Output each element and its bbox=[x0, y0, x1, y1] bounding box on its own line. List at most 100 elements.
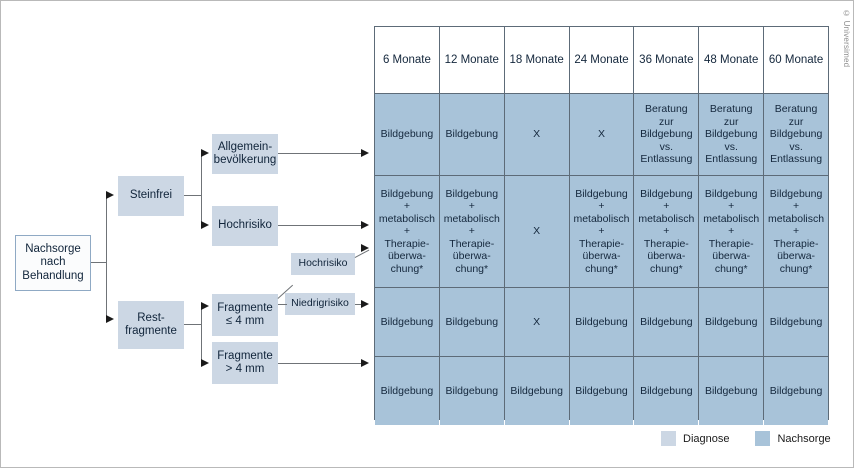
connector-sub-niedrigrisiko-to-table bbox=[355, 304, 363, 306]
cell-line: Therapie- bbox=[579, 237, 624, 250]
cell-line: überwa- bbox=[647, 250, 686, 263]
cell-line: Bildgebung bbox=[380, 384, 434, 397]
cell-line: + bbox=[792, 225, 800, 238]
legend-label-diagnose: Diagnose bbox=[683, 432, 730, 445]
cell-line: X bbox=[533, 128, 541, 141]
node-hochrisiko[interactable]: Hochrisiko bbox=[212, 206, 278, 246]
cell-line: Therapie- bbox=[773, 237, 819, 250]
cell-text: Bildgebung+metabolisch+Therapie-überwa-c… bbox=[703, 188, 759, 276]
cell-line: Bildgebung bbox=[445, 187, 499, 200]
arrowhead-table-row2a bbox=[361, 221, 369, 229]
arrowhead-table-row1 bbox=[361, 149, 369, 157]
legend-label-nachsorge: Nachsorge bbox=[777, 432, 831, 445]
cell-text: Bildgebung bbox=[381, 316, 434, 329]
cell-line: Therapie- bbox=[643, 237, 689, 250]
node-allgemeinbevoelkerung[interactable]: Allgemein- bevölkerung bbox=[212, 134, 278, 174]
connector-start-out bbox=[91, 262, 107, 264]
row-fragmente-gross-cell: Bildgebung bbox=[634, 357, 699, 425]
node-steinfrei[interactable]: Steinfrei bbox=[118, 176, 184, 216]
node-sub-hochrisiko[interactable]: Hochrisiko bbox=[291, 253, 355, 275]
cell-text: Bildgebung bbox=[640, 316, 693, 329]
legend-swatch-nachsorge bbox=[755, 431, 771, 446]
cell-line: metabolisch bbox=[378, 212, 435, 225]
cell-line: + bbox=[403, 225, 410, 238]
cell-line: chung* bbox=[649, 262, 683, 275]
row-hochrisiko-cell: X bbox=[504, 176, 569, 287]
row-niedrigrisiko-cell: Bildgebung bbox=[699, 288, 764, 356]
row-niedrigrisiko-cell: X bbox=[504, 288, 569, 356]
row-fragmente-gross-cell: Bildgebung bbox=[569, 357, 634, 425]
cell-line: Beratung zur bbox=[709, 103, 753, 128]
row-allgemeinbevoelkerung-cell: Bildgebung bbox=[375, 94, 439, 175]
cell-line: Bildgebung bbox=[445, 384, 499, 397]
cell-text: Bildgebung+metabolisch+Therapie-überwa-c… bbox=[638, 188, 694, 276]
node-sub-niedrigrisiko[interactable]: Niedrigrisiko bbox=[285, 293, 355, 315]
cell-text: Bildgebung bbox=[575, 385, 628, 398]
table-header-cell: 60 Monate bbox=[764, 27, 828, 93]
arrowhead-allgemeinbevoelkerung bbox=[201, 149, 209, 157]
node-sub-hochrisiko-label: Hochrisiko bbox=[298, 257, 348, 270]
start-node-nachsorge-nach-behandlung[interactable]: Nachsorge nach Behandlung bbox=[15, 235, 91, 291]
connector-restfragmente-split bbox=[201, 306, 203, 363]
cell-line: chung* bbox=[779, 262, 813, 275]
cell-line: Bildgebung bbox=[640, 315, 693, 328]
cell-line: Beratung zur bbox=[774, 103, 818, 128]
cell-line: Bildgebung bbox=[769, 128, 823, 141]
cell-line: Entlassung bbox=[770, 153, 823, 166]
cell-line: Bildgebung bbox=[380, 187, 434, 200]
cell-text: Bildgebung+metabolisch+Therapie-überwa-c… bbox=[379, 188, 435, 276]
legend-item-diagnose: Diagnose bbox=[661, 431, 729, 446]
arrowhead-table-row4 bbox=[361, 359, 369, 367]
node-steinfrei-label: Steinfrei bbox=[129, 189, 173, 202]
cell-line: Bildgebung bbox=[575, 384, 628, 397]
cell-text: Bildgebung+metabolisch+Therapie-überwa-c… bbox=[768, 188, 824, 276]
arrowhead-fragmente-klein bbox=[201, 302, 209, 310]
node-allgemeinbevoelkerung-label: Allgemein- bevölkerung bbox=[213, 140, 277, 167]
cell-line: chung* bbox=[390, 262, 424, 275]
cell-line: + bbox=[728, 225, 735, 238]
table-header-cell: 18 Monate bbox=[504, 27, 569, 93]
node-restfragmente[interactable]: Rest- fragmente bbox=[118, 301, 184, 349]
cell-text: Bildgebung bbox=[770, 385, 823, 398]
arrowhead-steinfrei bbox=[106, 191, 114, 199]
cell-line: Entlassung bbox=[640, 153, 693, 166]
connector-fragmente-gross-to-table bbox=[278, 363, 363, 365]
arrowhead-table-row3 bbox=[361, 300, 369, 308]
cell-text: Bildgebung bbox=[770, 316, 823, 329]
node-fragmente-klein-label: Fragmente ≤ 4 mm bbox=[217, 301, 273, 328]
cell-line: metabolisch bbox=[638, 212, 695, 225]
cell-text: Bildgebung bbox=[446, 128, 499, 141]
connector-restfragmente-out bbox=[184, 324, 202, 326]
cell-line: Therapie- bbox=[449, 237, 495, 250]
cell-line: Bildgebung bbox=[575, 187, 628, 200]
cell-text: Bildgebung bbox=[381, 128, 434, 141]
row-allgemeinbevoelkerung-cell: Bildgebung bbox=[439, 94, 504, 175]
cell-line: Bildgebung bbox=[704, 384, 758, 397]
cell-line: metabolisch bbox=[573, 212, 630, 225]
row-fragmente-gross-cell: Bildgebung bbox=[439, 357, 504, 425]
cell-line: Entlassung bbox=[705, 153, 758, 166]
cell-text: Bildgebung+metabolisch+Therapie-überwa-c… bbox=[573, 188, 629, 276]
cell-line: Bildgebung bbox=[445, 315, 499, 328]
cell-line: Bildgebung bbox=[704, 315, 758, 328]
cell-line: vs. bbox=[789, 140, 803, 153]
cell-line: X bbox=[533, 225, 541, 238]
table-header-cell: 12 Monate bbox=[439, 27, 504, 93]
node-fragmente-gross[interactable]: Fragmente > 4 mm bbox=[212, 342, 278, 384]
cell-text: Bildgebung bbox=[705, 316, 758, 329]
row-hochrisiko-cell: Bildgebung+metabolisch+Therapie-überwa-c… bbox=[375, 176, 439, 287]
cell-line: Bildgebung bbox=[769, 187, 823, 200]
cell-line: vs. bbox=[659, 140, 674, 153]
node-fragmente-gross-label: Fragmente > 4 mm bbox=[217, 349, 273, 376]
cell-line: chung* bbox=[455, 262, 489, 275]
node-fragmente-klein[interactable]: Fragmente ≤ 4 mm bbox=[212, 294, 278, 336]
connector-start-trunk bbox=[106, 195, 108, 319]
row-allgemeinbevoelkerung-cell: X bbox=[504, 94, 569, 175]
copyright-credit: © Universimed bbox=[842, 9, 851, 68]
cell-line: X bbox=[597, 128, 605, 141]
cell-line: Bildgebung bbox=[380, 315, 434, 328]
